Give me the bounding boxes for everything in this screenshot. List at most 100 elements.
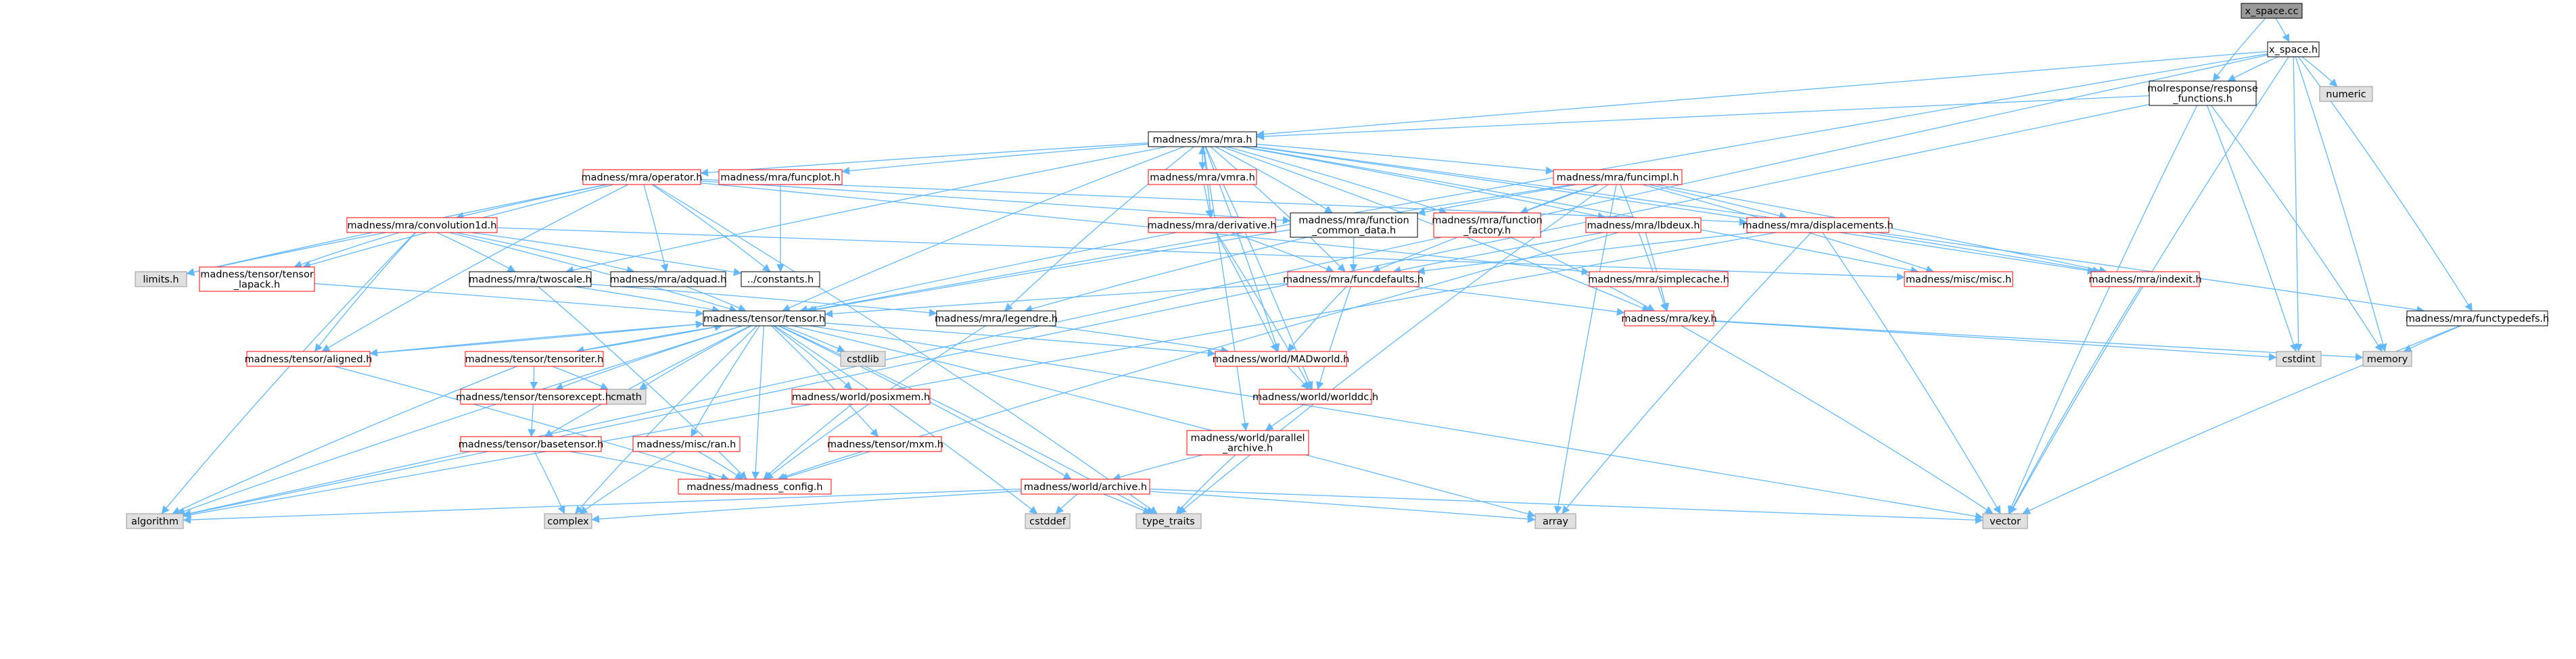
node-memory[interactable]: memory: [2362, 351, 2412, 367]
node-archive[interactable]: madness/world/archive.h: [1021, 479, 1150, 495]
node-constants[interactable]: ../constants.h: [741, 271, 820, 287]
edge-tensorexcept-to-basetensor: [528, 404, 536, 437]
node-label: numeric: [2326, 89, 2366, 100]
node-indexit[interactable]: madness/mra/indexit.h: [2088, 271, 2202, 287]
node-mxm[interactable]: madness/tensor/mxm.h: [827, 436, 943, 452]
edge-operator-to-aligned: [321, 184, 629, 352]
node-simplecache[interactable]: madness/mra/simplecache.h: [1588, 271, 1729, 287]
edge-archive-to-type_traits: [1103, 493, 1152, 514]
node-x_space_cc[interactable]: x_space.cc: [2241, 3, 2303, 19]
node-parallel_archive[interactable]: madness/world/parallel_archive.h: [1186, 430, 1309, 456]
node-label: madness/mra/funcimpl.h: [1557, 172, 1679, 183]
node-label: x_space.cc: [2245, 6, 2299, 17]
node-x_space_h[interactable]: x_space.h: [2267, 41, 2320, 57]
node-vector[interactable]: vector: [1982, 513, 2028, 529]
edge-key-to-vector: [1681, 325, 1994, 514]
node-response_functions[interactable]: molresponse/response_functions.h: [2147, 80, 2258, 106]
edge-convolution1d-to-aligned: [314, 232, 417, 352]
node-funcdefaults[interactable]: madness/mra/funcdefaults.h: [1283, 271, 1424, 287]
edge-basetensor-to-madness_config: [569, 451, 716, 482]
edge-archive-to-complex: [591, 490, 1022, 523]
node-legendre[interactable]: madness/mra/legendre.h: [935, 310, 1058, 326]
node-box: [126, 513, 184, 529]
node-tensor_lapack[interactable]: madness/tensor/tensor_lapack.h: [199, 266, 315, 292]
edge-mra-to-indexit: [1252, 146, 2096, 275]
node-madworld[interactable]: madness/world/MADworld.h: [1213, 351, 1349, 367]
edge-funcimpl-to-displacements: [1648, 184, 1787, 220]
node-aligned[interactable]: madness/tensor/aligned.h: [245, 351, 373, 367]
node-numeric[interactable]: numeric: [2319, 86, 2373, 102]
node-lbdeux[interactable]: madness/mra/lbdeux.h: [1585, 217, 1702, 233]
node-box: [1021, 479, 1150, 495]
edge-mra-to-parallel_archive: [1202, 146, 1249, 431]
node-box: [2276, 351, 2322, 367]
node-box: [469, 271, 592, 287]
node-label: madness/tensor/mxm.h: [827, 439, 943, 450]
edge-displacements-to-indexit: [1863, 232, 2101, 274]
node-tensorexcept[interactable]: madness/tensor/tensorexcept.h: [456, 389, 611, 405]
node-box: [1553, 169, 1683, 185]
node-madness_config[interactable]: madness/madness_config.h: [678, 479, 832, 495]
node-label: complex: [547, 516, 589, 527]
node-box: [1746, 217, 1890, 233]
node-box: [1624, 310, 1714, 326]
node-funcplot[interactable]: madness/mra/funcplot.h: [718, 169, 843, 185]
node-box: [2149, 80, 2257, 106]
edge-operator-to-type_traits: [653, 184, 1158, 514]
node-limits[interactable]: limits.h: [135, 271, 187, 287]
node-label: _lapack.h: [233, 280, 280, 291]
node-twoscale[interactable]: madness/mra/twoscale.h: [469, 271, 592, 287]
node-label: madness/misc/misc.h: [1906, 274, 2011, 285]
node-algorithm[interactable]: algorithm: [126, 513, 184, 529]
node-worlddc[interactable]: madness/world/worlddc.h: [1252, 389, 1378, 405]
edge-ran-to-madness_config: [698, 451, 743, 480]
node-cmath[interactable]: cmath: [606, 389, 647, 405]
node-complex[interactable]: complex: [544, 513, 592, 529]
node-array[interactable]: array: [1535, 513, 1576, 529]
node-cstdint[interactable]: cstdint: [2276, 351, 2322, 367]
node-misc[interactable]: madness/misc/misc.h: [1904, 271, 2013, 287]
node-label: algorithm: [131, 516, 179, 527]
node-label: limits.h: [143, 274, 179, 285]
edge-funcimpl-to-key: [1620, 184, 1668, 312]
node-ran[interactable]: madness/misc/ran.h: [632, 436, 741, 452]
edge-key-to-memory: [1713, 320, 2364, 362]
node-tensor[interactable]: madness/tensor/tensor.h: [703, 310, 826, 326]
node-label: _common_data.h: [1311, 226, 1396, 237]
edge-response_functions-to-mra: [1256, 95, 2150, 141]
node-adquad[interactable]: madness/mra/adquad.h: [610, 271, 727, 287]
edge-mra-to-operator: [700, 142, 1149, 177]
node-cstdlib[interactable]: cstdlib: [840, 351, 886, 367]
node-label: madness/mra/simplecache.h: [1588, 274, 1729, 285]
edge-twoscale-to-tensor: [574, 286, 720, 314]
node-label: madness/world/posixmem.h: [792, 392, 930, 403]
edge-funcimpl-to-function_common_data: [1417, 184, 1577, 216]
node-mra[interactable]: madness/mra/mra.h: [1148, 131, 1257, 147]
node-type_traits[interactable]: type_traits: [1135, 513, 1202, 529]
node-posixmem[interactable]: madness/world/posixmem.h: [791, 389, 931, 405]
node-derivative[interactable]: madness/mra/derivative.h: [1148, 217, 1277, 233]
edge-funcimpl-to-type_traits: [1177, 184, 1609, 514]
node-displacements[interactable]: madness/mra/displacements.h: [1742, 217, 1894, 233]
node-functypedefs[interactable]: madness/mra/functypedefs.h: [2406, 310, 2550, 326]
node-convolution1d[interactable]: madness/mra/convolution1d.h: [346, 217, 498, 233]
node-cstddef[interactable]: cstddef: [1025, 513, 1071, 529]
node-box: [1290, 212, 1418, 238]
edge-tensor-to-array: [793, 325, 1536, 518]
node-basetensor[interactable]: madness/tensor/basetensor.h: [459, 436, 604, 452]
node-box: [2267, 41, 2320, 57]
node-tensoriter[interactable]: madness/tensor/tensoriter.h: [465, 351, 604, 367]
node-label: madness/mra/twoscale.h: [469, 274, 592, 285]
node-box: [1148, 131, 1257, 147]
node-funcimpl[interactable]: madness/mra/funcimpl.h: [1553, 169, 1683, 185]
edge-mra-to-tensor: [782, 146, 1185, 312]
edge-funcdefaults-to-worlddc: [1316, 286, 1352, 390]
node-operator[interactable]: madness/mra/operator.h: [581, 169, 703, 185]
node-key[interactable]: madness/mra/key.h: [1621, 310, 1717, 326]
node-label: _archive.h: [1222, 443, 1273, 454]
node-vmra[interactable]: madness/mra/vmra.h: [1148, 169, 1257, 185]
node-function_factory[interactable]: madness/mra/function_factory.h: [1432, 212, 1543, 238]
node-function_common_data[interactable]: madness/mra/function_common_data.h: [1290, 212, 1418, 238]
node-box: [2090, 271, 2200, 287]
edge-tensor-to-basetensor: [544, 325, 751, 437]
